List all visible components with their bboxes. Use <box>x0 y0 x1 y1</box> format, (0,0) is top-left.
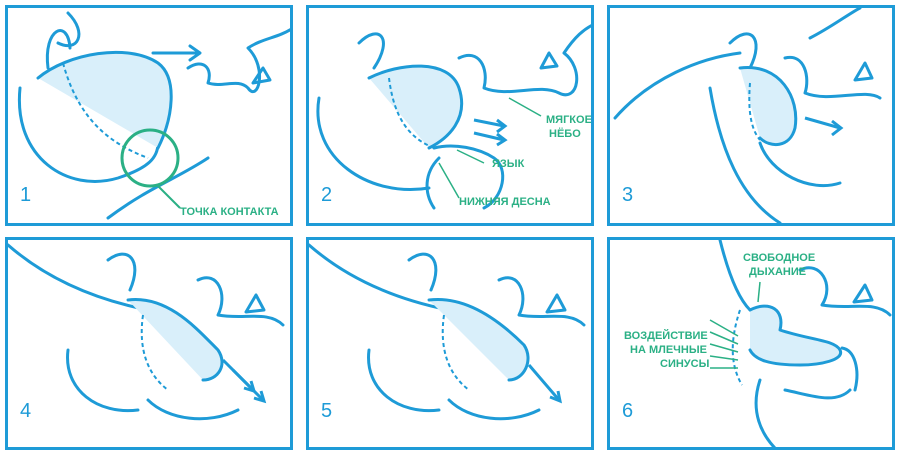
panel-4-illustration <box>8 240 293 450</box>
panel-3-number: 3 <box>622 184 633 207</box>
panel-6: 6 СВОБОДНОЕ ДЫХАНИЕ ВОЗДЕЙСТВИЕ НА МЛЕЧН… <box>607 237 895 450</box>
panel-5-illustration <box>309 240 594 450</box>
soft-palate-label-line1: МЯГКОЕ <box>546 114 592 127</box>
panel-1-number: 1 <box>20 184 31 207</box>
contact-point-label: ТОЧКА КОНТАКТА <box>180 206 279 219</box>
panel-3: 3 <box>607 5 895 226</box>
panel-1-illustration <box>8 8 293 226</box>
free-breathing-label-line1: СВОБОДНОЕ <box>743 252 815 265</box>
panel-3-illustration <box>610 8 895 226</box>
panel-6-number: 6 <box>622 400 633 423</box>
milk-sinuses-label-line1: ВОЗДЕЙСТВИЕ <box>624 330 708 343</box>
panel-4-number: 4 <box>20 400 31 423</box>
lower-gum-label: НИЖНЯЯ ДЕСНА <box>459 196 551 209</box>
panel-5: 5 <box>306 237 594 450</box>
free-breathing-label-line2: ДЫХАНИЕ <box>749 266 806 279</box>
milk-sinuses-label-line3: СИНУСЫ <box>660 358 709 371</box>
panel-2-number: 2 <box>321 184 332 207</box>
panel-4: 4 <box>5 237 293 450</box>
soft-palate-label-line2: НЁБО <box>549 128 581 141</box>
panel-5-number: 5 <box>321 400 332 423</box>
milk-sinuses-label-line2: НА МЛЕЧНЫЕ <box>630 344 707 357</box>
panel-1: 1 ТОЧКА КОНТАКТА <box>5 5 293 226</box>
tongue-label: ЯЗЫК <box>492 158 524 171</box>
panel-2: 2 МЯГКОЕ НЁБО ЯЗЫК НИЖНЯЯ ДЕСНА <box>306 5 594 226</box>
